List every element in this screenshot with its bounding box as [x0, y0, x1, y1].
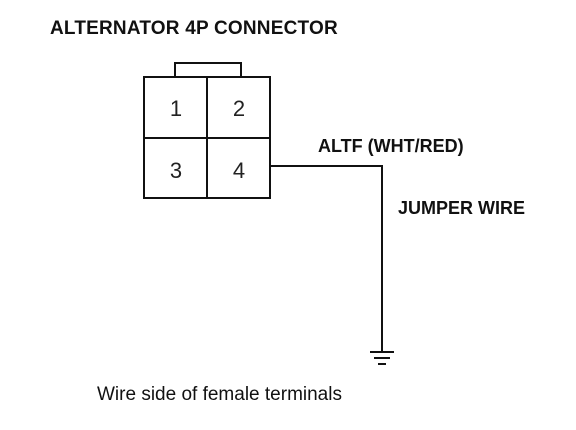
terminal-2-label: 2	[233, 96, 245, 121]
jumper-wire	[270, 165, 383, 352]
diagram-caption: Wire side of female terminals	[97, 384, 342, 405]
terminal-4-label: 4	[233, 158, 245, 183]
connector-lock-tab	[174, 62, 242, 77]
terminal-3-label: 3	[170, 158, 182, 183]
wire-color-label: ALTF (WHT/RED)	[318, 136, 464, 156]
diagram-title: ALTERNATOR 4P CONNECTOR	[50, 18, 338, 39]
terminal-1-label: 1	[170, 96, 182, 121]
ground-symbol-icon	[370, 351, 394, 365]
jumper-wire-label: JUMPER WIRE	[398, 198, 526, 218]
